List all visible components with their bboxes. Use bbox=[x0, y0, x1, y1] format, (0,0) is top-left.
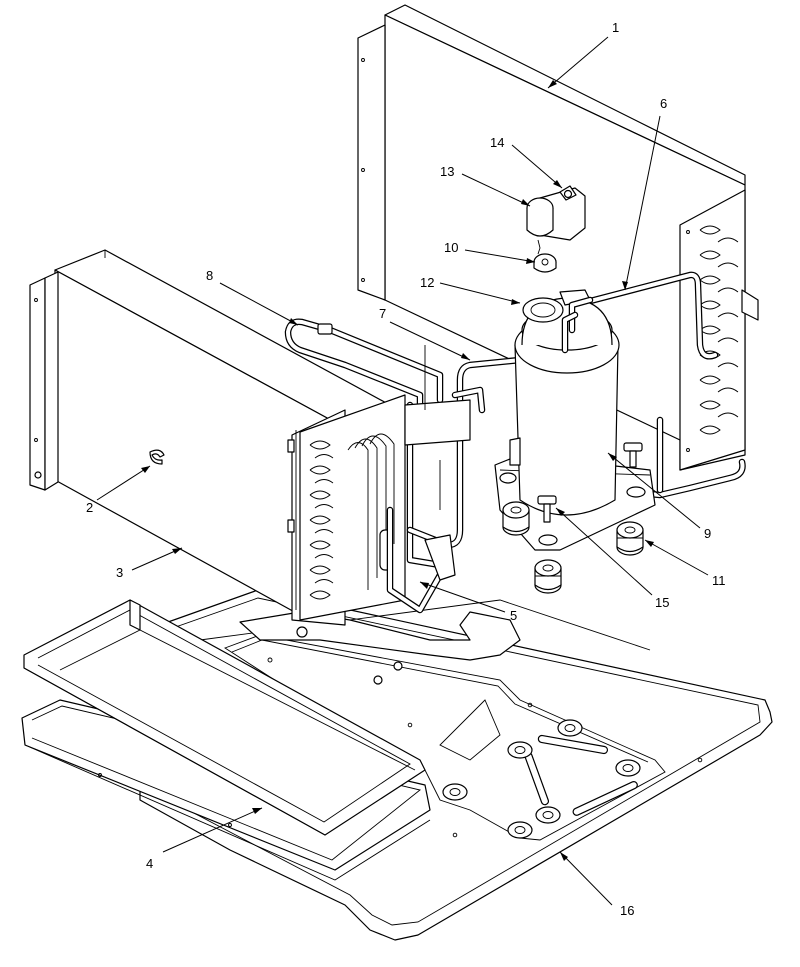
terminal-cover bbox=[533, 253, 557, 273]
callout-12: 12 bbox=[420, 275, 434, 290]
callout-1: 1 bbox=[612, 20, 619, 35]
callout-11: 11 bbox=[712, 573, 726, 588]
leader-lines bbox=[96, 36, 709, 906]
callout-10: 10 bbox=[444, 240, 458, 255]
callout-15: 15 bbox=[655, 595, 669, 610]
callout-16: 16 bbox=[620, 903, 634, 918]
callout-8: 8 bbox=[206, 268, 213, 283]
indoor-coil bbox=[29, 249, 444, 638]
callout-2: 2 bbox=[86, 500, 93, 515]
callout-9: 9 bbox=[704, 526, 711, 541]
isolator-grommets bbox=[502, 501, 644, 594]
callout-4: 4 bbox=[146, 856, 153, 871]
callout-14: 14 bbox=[490, 135, 504, 150]
callout-3: 3 bbox=[116, 565, 123, 580]
callout-5: 5 bbox=[510, 608, 517, 623]
cover-tray bbox=[23, 599, 426, 836]
overload-protector bbox=[526, 185, 586, 255]
refrigerant-tubing bbox=[284, 271, 746, 614]
callout-7: 7 bbox=[379, 306, 386, 321]
callout-labels: 1 2 3 4 5 6 7 8 9 10 11 12 13 14 15 16 bbox=[86, 20, 726, 918]
callout-6: 6 bbox=[660, 96, 667, 111]
compressor bbox=[494, 289, 656, 551]
callout-13: 13 bbox=[440, 164, 454, 179]
